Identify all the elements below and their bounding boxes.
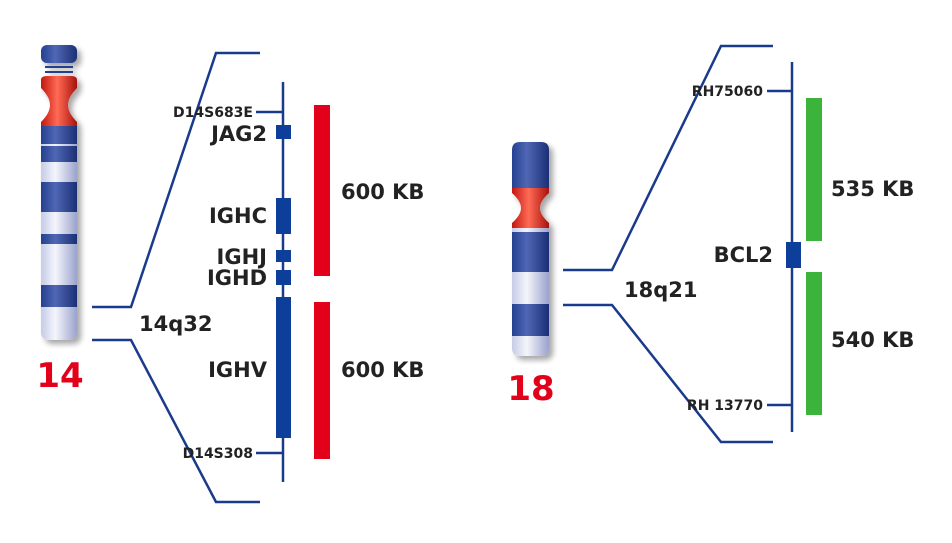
chromosome-14-number: 14 [36,356,83,396]
chr14-p-arm [41,45,77,63]
chr18-band [512,304,549,336]
gene-jag2-block [276,125,291,139]
probe-segment-upper-red [314,105,330,276]
gene-ighc-block [276,198,291,234]
chromosome-14-ideogram [41,45,77,340]
chr14-band [41,126,77,144]
chr14-band [41,234,77,244]
chr18-p-arm [512,142,549,188]
chr14-centromere [41,76,77,126]
gene-ighj-block [276,250,291,262]
chr14-stalk-band [45,71,73,73]
chromosome-18-ideogram [512,142,549,356]
marker-rh13770-label: RH 13770 [687,398,763,414]
gene-ighv-block [276,297,291,438]
chromosome-18-number: 18 [507,369,554,409]
gene-bcl2-label: BCL2 [714,243,773,267]
band-18q21-label: 18q21 [624,278,697,302]
marker-rh75060-label: RH75060 [692,84,763,100]
chr14-band [41,182,77,212]
chr14-band [41,285,77,307]
segment-upper-size-label: 600 KB [341,180,424,204]
gene-ighv-label: IGHV [208,358,268,382]
chr14-stalk-band [45,66,73,68]
chr14-band [41,146,77,162]
chr18-lower-zoom-line [563,305,773,442]
segment-lower-size-label-right: 540 KB [831,328,914,352]
segment-upper-size-label-right: 535 KB [831,177,914,201]
segment-lower-size-label: 600 KB [341,358,424,382]
chr18-band [512,232,549,272]
band-14q32-label: 14q32 [139,312,212,336]
chr18-centromere [512,188,549,228]
probe-segment-lower-green [806,272,822,415]
gene-ighd-label: IGHD [207,266,267,290]
gene-ighc-label: IGHC [209,204,267,228]
gene-ighd-block [276,270,291,285]
gene-bcl2-block [786,242,801,268]
probe-segment-upper-green [806,98,822,241]
probe-segment-lower-red [314,302,330,459]
marker-d14s683e-label: D14S683E [173,105,253,121]
chr18-upper-zoom-line [563,46,773,270]
marker-d14s308-label: D14S308 [183,446,253,462]
gene-jag2-label: JAG2 [209,122,267,146]
